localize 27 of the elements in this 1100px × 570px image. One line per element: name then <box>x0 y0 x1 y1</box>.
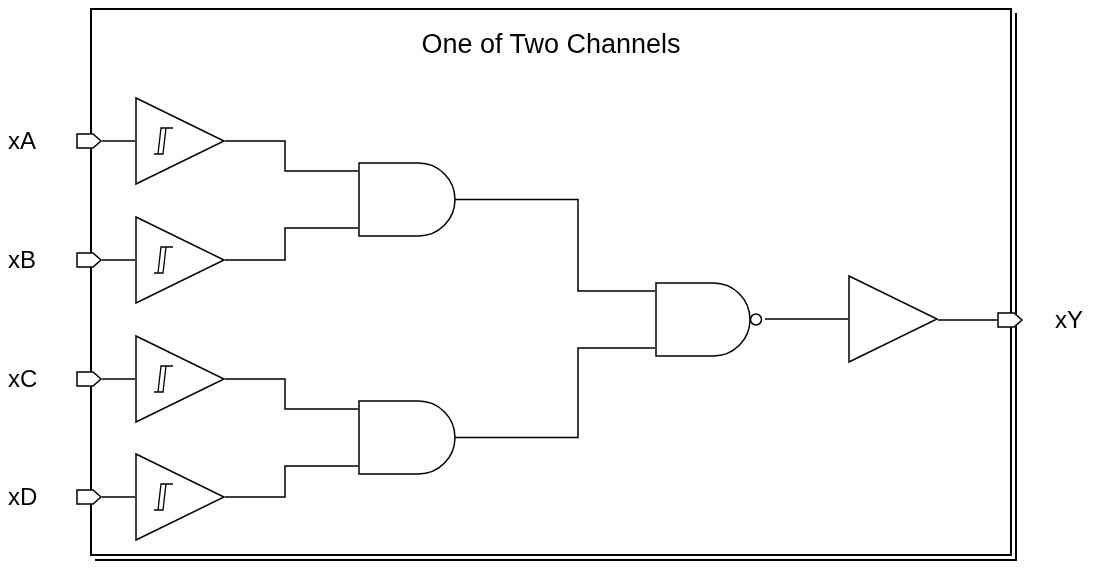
channel-box <box>90 8 1012 556</box>
wire <box>224 227 359 261</box>
wire <box>454 347 656 439</box>
wire <box>224 140 359 172</box>
port-label: xD <box>8 482 38 512</box>
wire <box>101 496 136 498</box>
wire <box>101 378 136 380</box>
wire <box>937 319 998 321</box>
wire <box>224 465 359 498</box>
port-label: xA <box>8 126 36 156</box>
schmitt-trigger-buffer <box>135 216 225 304</box>
wire <box>224 378 359 410</box>
port-label: xY <box>1055 305 1083 335</box>
wire <box>764 318 849 320</box>
buffer-gate <box>848 275 938 363</box>
wire <box>101 140 136 142</box>
wire <box>454 198 656 292</box>
and-gate <box>358 400 455 475</box>
port-label: xC <box>8 364 38 394</box>
schmitt-trigger-buffer <box>135 97 225 185</box>
title-text: One of Two Channels <box>420 28 682 60</box>
wire <box>101 259 136 261</box>
nand-gate <box>655 282 765 357</box>
port-label: xB <box>8 245 36 275</box>
and-gate <box>358 162 455 237</box>
schmitt-trigger-buffer <box>135 453 225 541</box>
schmitt-trigger-buffer <box>135 335 225 423</box>
